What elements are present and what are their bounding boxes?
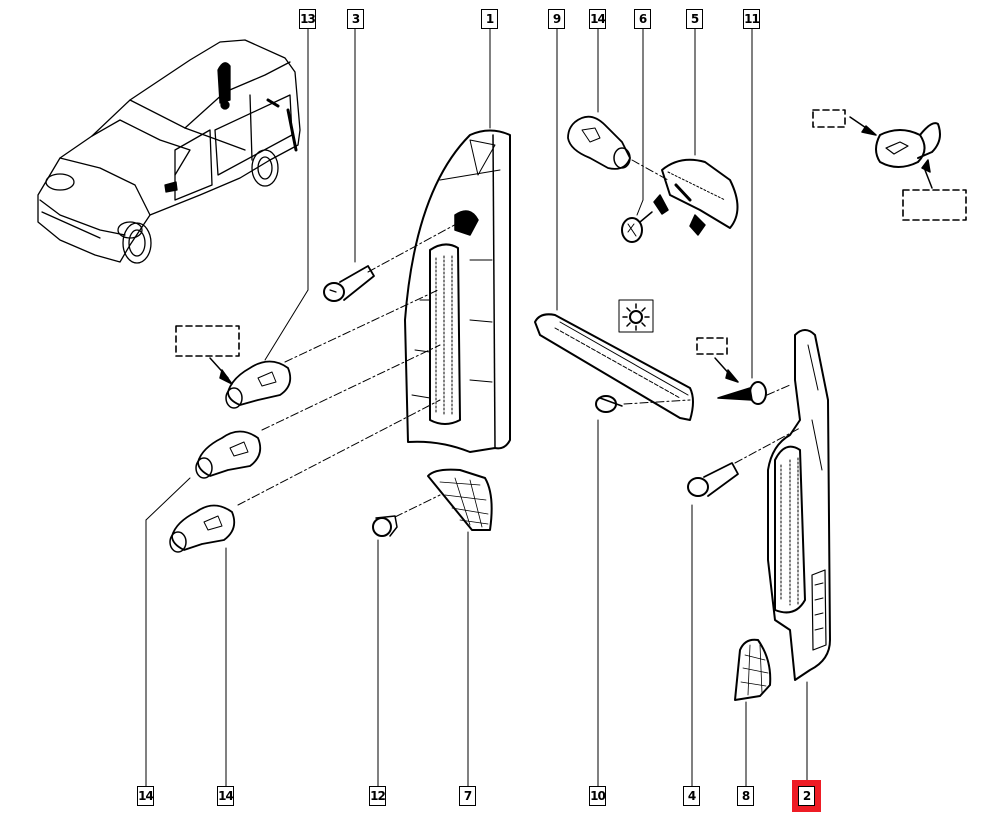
callout-6[interactable]: 6: [634, 9, 651, 29]
callout-7[interactable]: 7: [459, 786, 476, 806]
rear-lamp-left[interactable]: [404, 129, 511, 453]
screw-3[interactable]: [323, 265, 375, 302]
rear-lamp-right[interactable]: [767, 329, 831, 681]
callout-4[interactable]: 4: [683, 786, 700, 806]
callout-2-selected[interactable]: 2: [792, 780, 821, 812]
screw-11[interactable]: [717, 381, 767, 405]
bulb-icon: [875, 122, 941, 168]
callout-14-bottom-a[interactable]: 14: [137, 786, 154, 806]
assembly-lines: [237, 159, 801, 518]
reference-boxes: [175, 109, 967, 357]
reflector-7[interactable]: [427, 468, 493, 531]
clip-12[interactable]: [372, 515, 398, 537]
callout-3[interactable]: 3: [347, 9, 364, 29]
bulb-left-middle[interactable]: [195, 430, 262, 479]
callout-13[interactable]: 13: [299, 9, 316, 29]
bulb-holder-13[interactable]: [225, 360, 292, 409]
bulb-top[interactable]: [567, 115, 631, 170]
callout-14-bottom-b[interactable]: 14: [217, 786, 234, 806]
callout-1[interactable]: 1: [481, 9, 498, 29]
vehicle-illustration: [37, 39, 301, 264]
bulb-left-bottom[interactable]: [169, 504, 236, 553]
callout-11[interactable]: 11: [743, 9, 760, 29]
callout-5[interactable]: 5: [686, 9, 703, 29]
side-repeater[interactable]: [653, 158, 739, 236]
callout-8[interactable]: 8: [737, 786, 754, 806]
wedge-bulb[interactable]: [621, 211, 653, 243]
callout-9[interactable]: 9: [548, 9, 565, 29]
clip-10[interactable]: [595, 395, 623, 413]
callout-10[interactable]: 10: [589, 786, 606, 806]
reflector-8[interactable]: [734, 638, 772, 701]
leader-lines: [145, 28, 808, 787]
third-brake-light[interactable]: [534, 313, 694, 421]
callout-12[interactable]: 12: [369, 786, 386, 806]
reference-arrows: [209, 116, 933, 385]
callout-14-top[interactable]: 14: [589, 9, 606, 29]
screw-4[interactable]: [687, 462, 739, 497]
lamp-on-icon: [618, 299, 654, 333]
